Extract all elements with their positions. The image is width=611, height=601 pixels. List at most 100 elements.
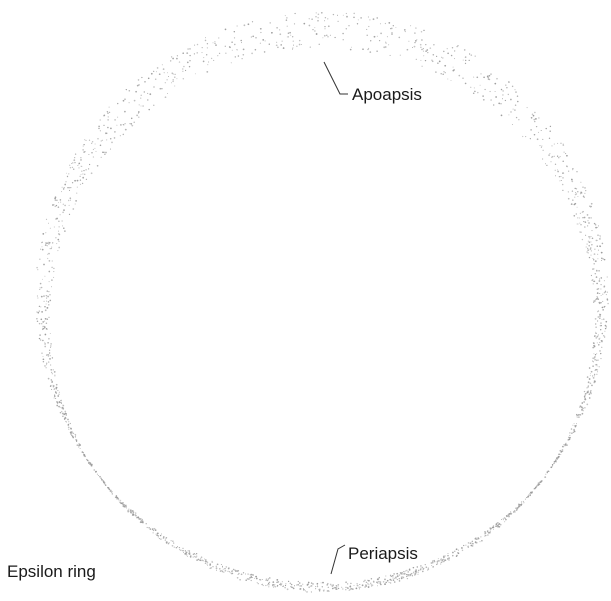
ring-particle — [268, 583, 269, 584]
ring-particle — [586, 246, 587, 247]
ring-particle — [43, 358, 45, 360]
ring-particle — [421, 39, 423, 41]
ring-particle — [171, 82, 172, 83]
ring-particle — [321, 582, 322, 583]
ring-particle — [353, 13, 355, 15]
ring-particle — [358, 19, 359, 20]
ring-particle — [485, 532, 487, 534]
ring-particle — [194, 45, 195, 46]
ring-particle — [75, 436, 76, 437]
ring-particle — [599, 350, 601, 352]
ring-particle — [144, 91, 145, 92]
ring-particle — [592, 279, 593, 280]
ring-particle — [286, 19, 288, 21]
ring-particle — [395, 577, 397, 579]
ring-particle — [318, 14, 320, 16]
ring-particle — [45, 334, 47, 336]
ring-particle — [518, 504, 520, 506]
ring-particle — [205, 560, 207, 562]
ring-particle — [501, 519, 502, 520]
ring-particle — [206, 54, 207, 55]
ring-particle — [579, 407, 580, 408]
ring-particle — [600, 358, 601, 359]
ring-particle — [72, 432, 73, 433]
ring-particle — [100, 478, 101, 479]
ring-particle — [342, 33, 344, 35]
ring-particle — [42, 279, 43, 280]
ring-particle — [94, 469, 95, 470]
ring-particle — [51, 372, 52, 373]
ring-particle — [223, 571, 224, 572]
ring-particle — [58, 221, 60, 223]
ring-particle — [437, 563, 438, 564]
ring-particle — [434, 561, 435, 562]
ring-particle — [371, 578, 372, 579]
ring-particle — [555, 459, 556, 460]
ring-particle — [515, 89, 516, 90]
ring-particle — [465, 63, 466, 64]
ring-particle — [282, 41, 283, 42]
ring-particle — [594, 381, 596, 383]
ring-particle — [203, 560, 204, 561]
ring-particle — [305, 590, 306, 591]
ring-particle — [59, 226, 60, 227]
ring-particle — [341, 587, 342, 588]
ring-particle — [577, 416, 578, 417]
ring-particle — [497, 522, 498, 523]
ring-particle — [555, 175, 556, 176]
ring-particle — [453, 69, 455, 71]
ring-particle — [48, 223, 49, 224]
ring-particle — [512, 86, 513, 87]
ring-particle — [444, 555, 445, 556]
ring-particle — [55, 206, 56, 207]
ring-particle — [326, 35, 327, 36]
ring-particle — [56, 200, 57, 201]
ring-particle — [110, 128, 112, 130]
ring-particle — [58, 202, 59, 203]
ring-particle — [601, 252, 603, 254]
ring-particle — [534, 134, 535, 135]
ring-particle — [58, 241, 59, 242]
ring-particle — [350, 585, 351, 586]
ring-particle — [174, 547, 175, 548]
ring-particle — [502, 98, 503, 99]
ring-particle — [437, 62, 439, 64]
ring-particle — [472, 541, 473, 542]
ring-particle — [70, 197, 72, 199]
ring-particle — [575, 425, 576, 426]
ring-particle — [347, 583, 348, 584]
ring-particle — [164, 72, 165, 73]
ring-particle — [318, 589, 319, 590]
ring-particle — [78, 167, 79, 168]
ring-particle — [378, 581, 379, 582]
ring-particle — [69, 190, 70, 191]
ring-particle — [50, 345, 51, 346]
ring-particle — [276, 44, 278, 46]
ring-particle — [44, 321, 45, 322]
ring-particle — [590, 391, 592, 393]
ring-particle — [58, 231, 59, 232]
ring-particle — [241, 42, 242, 43]
ring-particle — [536, 126, 537, 127]
ring-particle — [41, 287, 43, 289]
ring-particle — [421, 66, 422, 67]
ring-particle — [595, 224, 596, 225]
ring-particle — [477, 92, 478, 93]
ring-particle — [589, 205, 590, 206]
ring-particle — [47, 254, 48, 255]
ring-particle — [586, 251, 587, 252]
ring-particle — [187, 556, 188, 557]
ring-particle — [597, 292, 599, 294]
ring-particle — [110, 490, 112, 492]
ring-particle — [142, 105, 144, 107]
ring-particle — [590, 206, 592, 208]
ring-particle — [396, 576, 397, 577]
ring-particle — [50, 343, 51, 344]
ring-particle — [129, 90, 131, 92]
ring-particle — [401, 576, 402, 577]
ring-particle — [497, 526, 498, 527]
ring-particle — [328, 25, 330, 27]
ring-particle — [189, 48, 191, 50]
ring-particle — [75, 153, 76, 154]
ring-particle — [283, 585, 284, 586]
